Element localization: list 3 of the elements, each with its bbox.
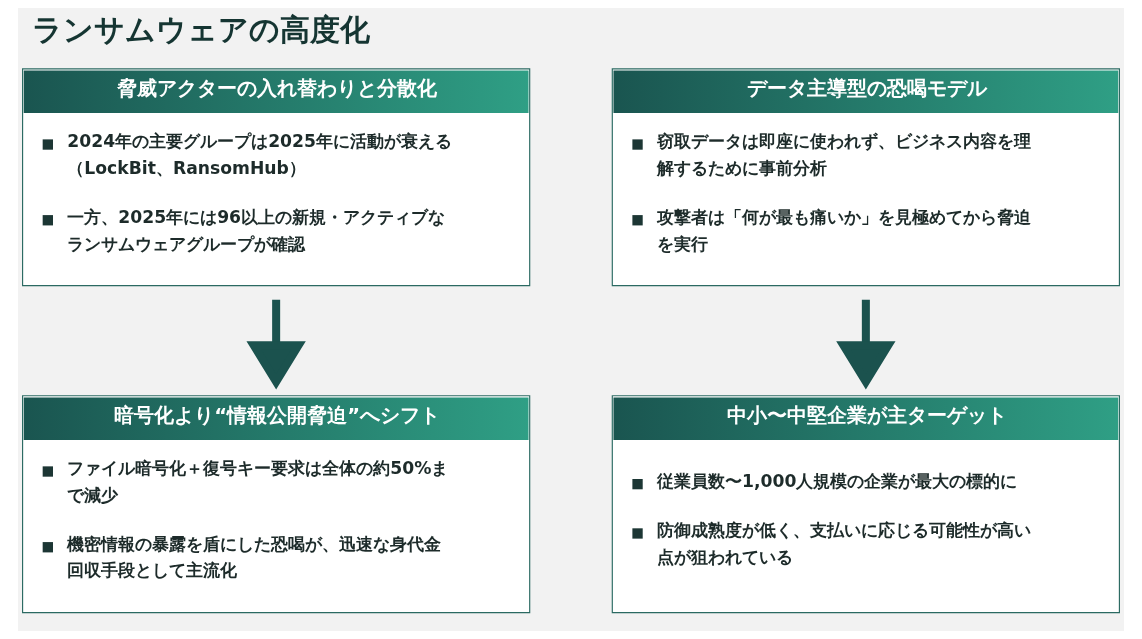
arrow <box>246 299 306 390</box>
arrow <box>836 299 896 390</box>
diagram-title: ランサムウェアの高度化 <box>31 11 370 47</box>
